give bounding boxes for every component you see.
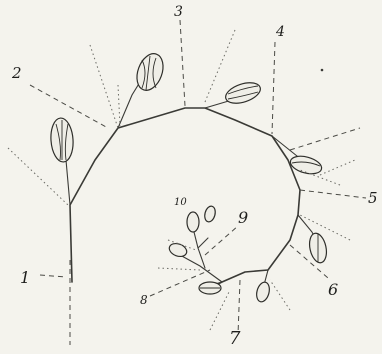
bract-dotted-9 — [158, 268, 200, 270]
pedicel-1 — [66, 160, 70, 205]
flower-bud-9 — [167, 241, 188, 258]
pedicel-9 — [180, 255, 222, 282]
flower-bud-10 — [203, 205, 217, 223]
bract-dotted-2 — [90, 45, 118, 128]
bract-dotted-7 — [270, 280, 290, 310]
bract-dotted-6 — [320, 160, 355, 175]
pedicel-10 — [198, 238, 208, 248]
speck-dot — [321, 69, 324, 72]
label-9: 9 — [238, 208, 248, 227]
label-8: 8 — [140, 293, 148, 307]
label-1: 1 — [20, 268, 30, 287]
pedicel-2 — [118, 82, 140, 128]
leader-line-2 — [30, 85, 108, 128]
flower-bud-6 — [255, 281, 272, 303]
label-6: 6 — [328, 280, 338, 299]
bract-dotted-11 — [118, 85, 120, 126]
leader-line-4 — [272, 42, 275, 134]
flower-bud-7 — [199, 282, 221, 294]
flower-bud-1 — [49, 117, 74, 162]
label-2: 2 — [11, 64, 22, 82]
leader-line-1 — [40, 275, 66, 277]
pedicel-8 — [194, 232, 205, 268]
label-10: 10 — [174, 197, 187, 208]
leader-line-5 — [300, 190, 366, 198]
leader-line-7 — [238, 280, 240, 335]
bract-dotted-5 — [300, 215, 350, 240]
label-3: 3 — [174, 4, 183, 20]
leader-line-main-right — [290, 128, 360, 150]
flower-bud-8 — [187, 212, 199, 232]
leader-line-9 — [205, 226, 238, 255]
flower-bud-3 — [223, 79, 263, 107]
leader-line-3 — [180, 20, 185, 106]
bract-dotted-4 — [300, 170, 340, 185]
label-4: 4 — [275, 24, 285, 40]
label-5: 5 — [368, 189, 378, 207]
label-7: 7 — [229, 328, 241, 349]
flower-bud-5 — [307, 232, 329, 265]
bract-dotted-8 — [210, 290, 230, 330]
flower-bud-2 — [132, 50, 168, 94]
